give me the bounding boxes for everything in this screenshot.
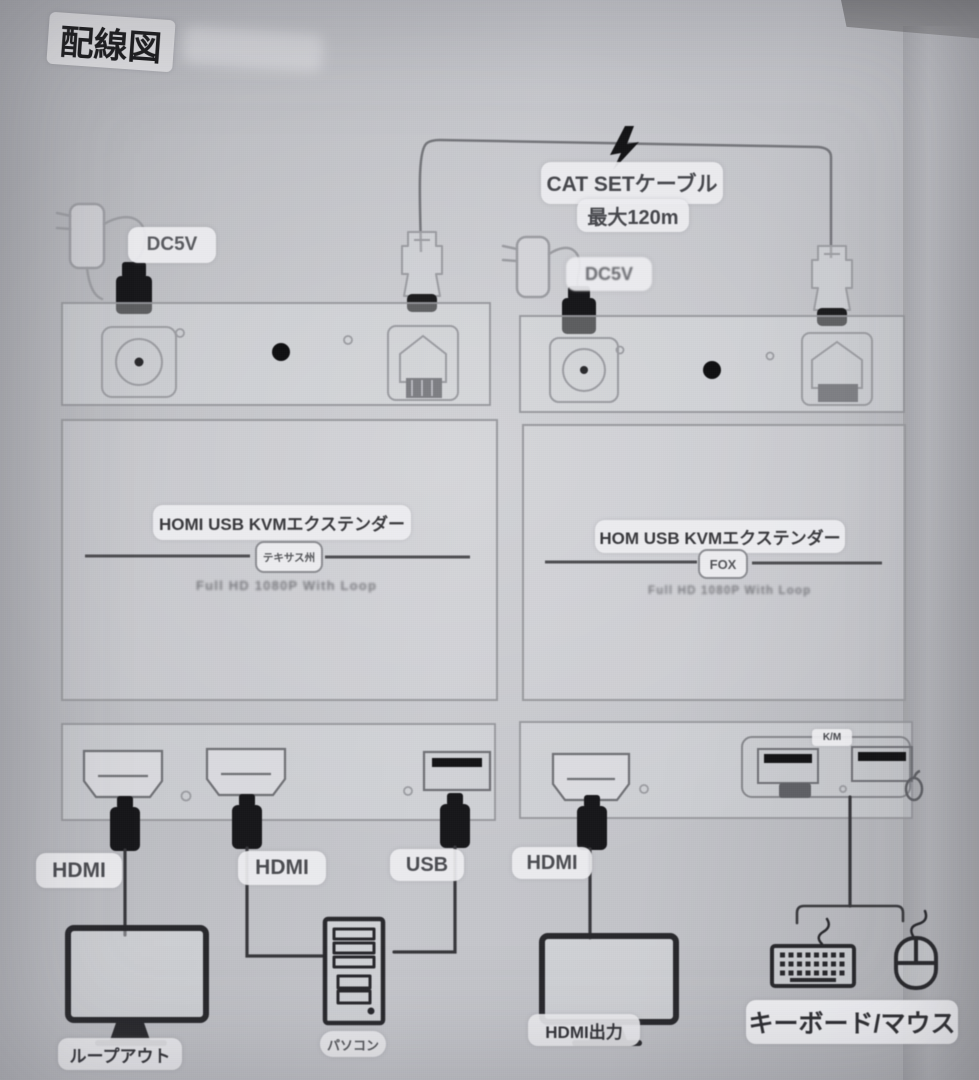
- tx-top-panel: [61, 302, 491, 406]
- dc-plug-left: [116, 262, 152, 314]
- loop-monitor-label: ループアウト: [58, 1038, 182, 1070]
- hdmi-plug: [110, 796, 140, 851]
- dc5v-label-rx: DC5V: [566, 257, 652, 291]
- monitor-loop-icon: [65, 925, 209, 1046]
- power-adapter-right-icon: [501, 235, 581, 299]
- hdmi-out-label: HDMI: [512, 847, 592, 879]
- hdmi-port-out: [551, 752, 631, 802]
- hdmi-port-in: [205, 747, 287, 797]
- dc5v-label-tx: DC5V: [128, 227, 216, 263]
- rx-plugs: [577, 795, 607, 850]
- hdmi-plug: [577, 795, 607, 850]
- dc-jack: [101, 326, 177, 398]
- pc-tower-icon: [322, 916, 386, 1026]
- usb-plug: [440, 793, 470, 848]
- tx-bottom-panel: [61, 723, 496, 821]
- tx-model-text: Full HD 1080P With Loop: [196, 578, 378, 593]
- hdmi-port-loop: [82, 749, 164, 799]
- rj45-connector-left-icon: [401, 231, 443, 312]
- power-button: [272, 343, 290, 361]
- km-label: K/M: [812, 729, 852, 746]
- lightning-bolt-icon: [610, 126, 639, 170]
- usb-label: USB: [390, 849, 464, 881]
- rx-top-panel: [519, 315, 905, 413]
- keyboard-glyph-icon: [779, 783, 811, 798]
- hdmi-in-label: HDMI: [238, 851, 326, 885]
- rx-bottom-panel: [519, 721, 924, 819]
- hdmi-plug: [232, 794, 262, 849]
- tx-name-label: HOMI USB KVMエクステンダー: [153, 505, 411, 540]
- rx-badge: FOX: [698, 549, 748, 579]
- tx-badge: テキサス州: [255, 541, 323, 573]
- display-label: HDMI出力: [528, 1014, 640, 1046]
- cat-cable-max-length-label: 最大120m: [577, 199, 689, 232]
- power-adapter-left-icon: [55, 202, 147, 301]
- rx-name-label: HOM USB KVMエクステンダー: [595, 520, 845, 553]
- hdmi-loop-label: HDMI: [36, 853, 122, 888]
- rj45-port: [801, 332, 873, 406]
- page-title: 配線図: [46, 11, 176, 73]
- cat-cable-line: [418, 138, 833, 258]
- usb-port: [422, 750, 492, 792]
- pc-label: パソコン: [320, 1031, 386, 1057]
- keyboard-mouse-label: キーボード/マウス: [746, 1000, 958, 1044]
- rj45-connector-right-icon: [811, 245, 853, 326]
- dc-jack: [549, 337, 619, 403]
- rx-model-text: Full HD 1080P With Loop: [648, 585, 812, 597]
- keyboard-icon: [770, 917, 856, 988]
- tx-plugs: [110, 793, 470, 851]
- rj45-port: [387, 325, 459, 401]
- mouse-glyph-icon: [904, 769, 924, 802]
- cat-cable-label: CAT SETケーブル: [541, 162, 723, 204]
- usb-port-mouse: [851, 746, 913, 782]
- power-button: [703, 361, 721, 379]
- mouse-icon: [894, 909, 938, 990]
